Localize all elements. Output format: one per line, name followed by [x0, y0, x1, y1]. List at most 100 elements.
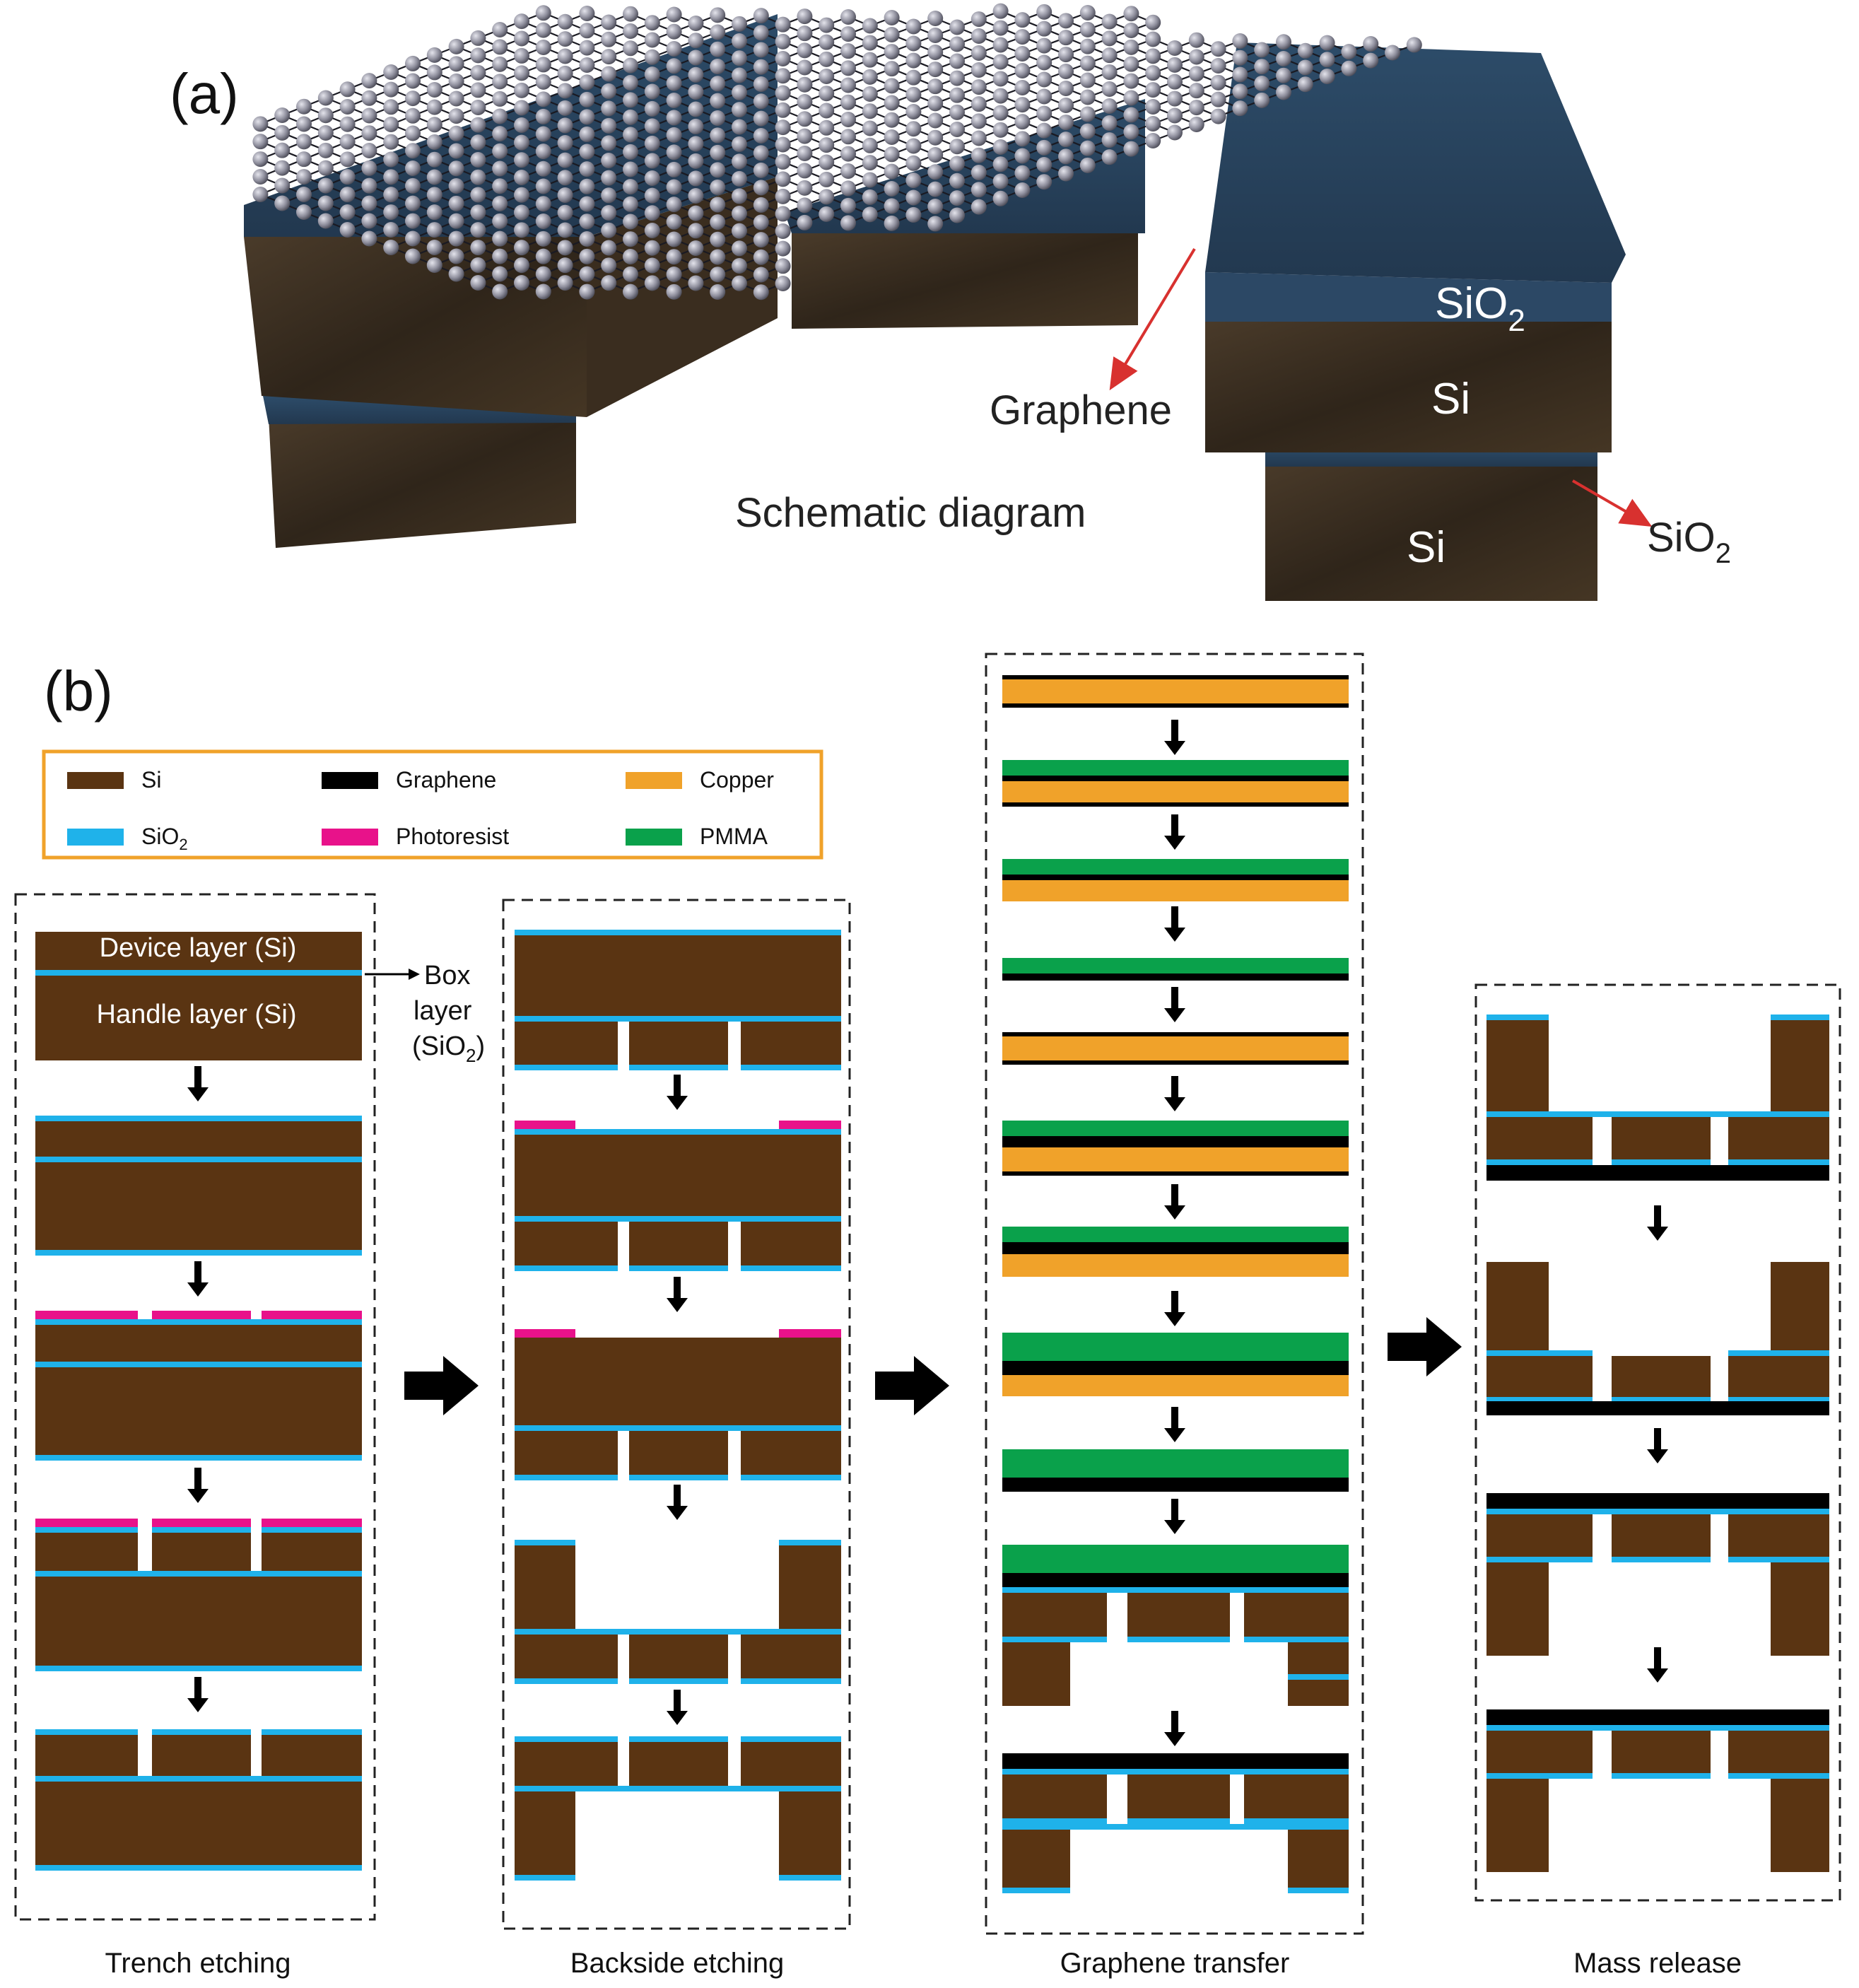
carbon-atom	[970, 147, 987, 163]
carbon-atom	[905, 121, 922, 137]
carbon-atom	[1188, 83, 1204, 99]
carbon-atom	[448, 38, 464, 54]
carbon-atom	[535, 126, 551, 142]
carbon-atom	[492, 230, 508, 247]
carbon-atom	[601, 49, 617, 65]
carbon-atom	[361, 230, 377, 247]
carbon-atom	[492, 283, 508, 300]
copper-layer	[1002, 1036, 1349, 1060]
down-arrow-head	[1647, 1449, 1668, 1463]
carbon-atom	[905, 138, 922, 154]
carbon-atom	[405, 125, 421, 141]
sio2-layer	[1127, 1637, 1230, 1642]
si-layer	[629, 1742, 728, 1786]
carbon-atom	[296, 134, 312, 150]
si-layer	[779, 1791, 841, 1876]
carbon-atom	[797, 8, 813, 25]
carbon-atom	[797, 214, 813, 230]
carbon-atom	[797, 180, 813, 196]
carbon-atom	[535, 91, 551, 107]
carbon-atom	[252, 151, 269, 168]
si-layer	[1244, 1774, 1349, 1818]
carbon-atom	[732, 50, 747, 66]
legend-item: Copper	[626, 767, 774, 793]
carbon-atom	[1101, 98, 1118, 114]
carbon-atom	[426, 82, 442, 98]
si-layer	[1486, 1020, 1549, 1112]
down-arrow	[1171, 1076, 1178, 1100]
carbon-atom	[1123, 90, 1139, 106]
carbon-atom	[383, 187, 399, 203]
carbon-atom	[1319, 52, 1335, 68]
carbon-atom	[884, 146, 900, 163]
carbon-atom	[862, 69, 878, 85]
carbon-atom	[819, 103, 835, 119]
carbon-atom	[905, 206, 922, 223]
carbon-atom	[1058, 131, 1074, 148]
carbon-atom	[1036, 88, 1052, 105]
step-title-graphene-transfer: Graphene transfer	[1060, 1948, 1290, 1979]
carbon-atom	[426, 64, 442, 81]
carbon-atom	[623, 57, 638, 74]
photoresist-layer	[779, 1329, 841, 1338]
carbon-atom	[775, 206, 791, 222]
carbon-atom	[1079, 123, 1096, 139]
carbon-atom	[470, 275, 486, 291]
si-layer	[1002, 1593, 1107, 1637]
carbon-atom	[710, 24, 726, 40]
carbon-atom	[557, 152, 573, 168]
carbon-atom	[601, 187, 617, 204]
graphene-layer	[1002, 1753, 1349, 1769]
step-arrow	[875, 1356, 949, 1415]
carbon-atom	[317, 177, 334, 194]
sio2-layer	[515, 1875, 575, 1881]
carbon-atom	[1254, 59, 1270, 75]
carbon-atom	[448, 73, 464, 89]
si-layer	[1127, 1593, 1230, 1637]
carbon-atom	[819, 137, 835, 153]
carbon-atom	[1145, 31, 1161, 47]
carbon-atom	[448, 178, 464, 194]
carbon-atom	[448, 125, 464, 141]
carbon-atom	[601, 66, 617, 82]
graphene-layer	[1002, 1573, 1349, 1587]
carbon-atom	[753, 145, 769, 161]
si-layer	[1486, 1262, 1549, 1354]
carbon-atom	[557, 222, 573, 238]
carbon-atom	[1101, 13, 1118, 30]
carbon-atom	[1363, 52, 1379, 69]
carbon-atom	[905, 104, 922, 119]
graphene-layer	[1002, 1171, 1349, 1176]
carbon-atom	[361, 195, 377, 211]
carbon-atom	[732, 188, 747, 204]
down-arrow-head	[1647, 1668, 1668, 1683]
si-layer	[779, 1545, 841, 1630]
sio2-layer	[1002, 1769, 1349, 1774]
carbon-atom	[688, 240, 704, 256]
carbon-atom	[492, 160, 508, 177]
carbon-atom	[557, 65, 573, 81]
si-layer	[35, 1577, 362, 1668]
carbon-atom	[601, 117, 617, 134]
carbon-atom	[252, 187, 269, 202]
photoresist-layer	[262, 1519, 362, 1527]
carbon-atom	[1254, 76, 1270, 91]
carbon-atom	[732, 257, 747, 274]
carbon-atom	[840, 43, 856, 59]
carbon-atom	[862, 52, 878, 68]
down-arrow	[194, 1261, 201, 1285]
copper-layer	[1002, 679, 1349, 703]
carbon-atom	[274, 142, 291, 158]
sio2-layer	[515, 1425, 841, 1431]
si-layer	[1002, 1642, 1070, 1706]
si-layer	[1486, 1356, 1593, 1397]
carbon-atom	[927, 199, 944, 214]
carbon-atom	[383, 222, 399, 238]
si-layer	[515, 1222, 618, 1265]
carbon-atom	[1058, 165, 1074, 182]
carbon-atom	[775, 85, 791, 101]
carbon-atom	[644, 257, 660, 274]
carbon-atom	[1036, 139, 1052, 156]
photoresist-layer	[35, 1519, 138, 1527]
